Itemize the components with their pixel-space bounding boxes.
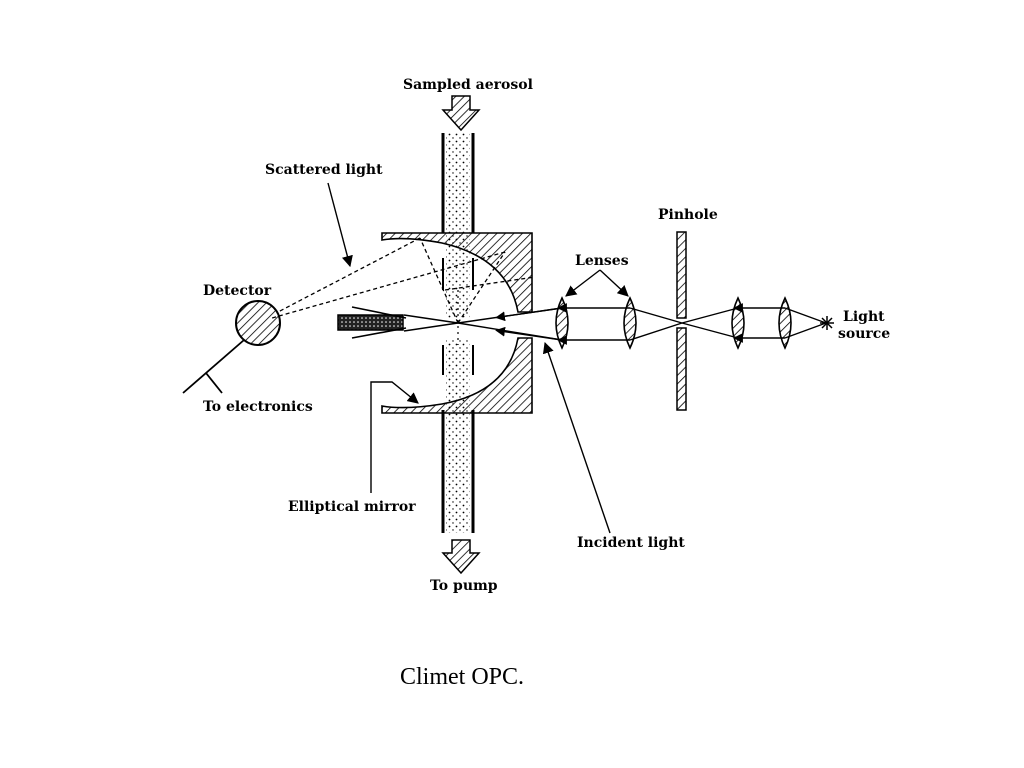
- lens-pair-right: [731, 296, 792, 350]
- outlet-arrow: [441, 539, 481, 575]
- label-to-electronics: To electronics: [203, 399, 313, 415]
- inlet-arrow: [441, 95, 481, 132]
- label-source: source: [838, 326, 890, 342]
- aerosol-tube-upper: [441, 133, 475, 318]
- label-sampled-aerosol: Sampled aerosol: [403, 77, 533, 93]
- elliptical-mirror-upper: [381, 232, 533, 313]
- light-trap: [337, 306, 407, 339]
- aerosol-tube-lower: [441, 340, 475, 533]
- incident-light-path: [403, 303, 827, 345]
- label-pinhole: Pinhole: [658, 207, 718, 223]
- label-to-pump: To pump: [430, 578, 498, 594]
- scattered-light-rays: [271, 237, 536, 324]
- label-elliptical-mirror: Elliptical mirror: [288, 499, 416, 515]
- label-detector: Detector: [203, 283, 272, 299]
- lens-pair-left: [555, 296, 637, 350]
- label-lenses: Lenses: [575, 253, 629, 269]
- label-incident-light: Incident light: [577, 535, 685, 551]
- detector-icon: [182, 300, 281, 394]
- figure-caption: Climet OPC.: [399, 664, 525, 690]
- light-source-icon: [820, 316, 834, 330]
- label-scattered-light: Scattered light: [265, 162, 383, 178]
- label-light: Light: [843, 309, 885, 325]
- leader-lines: [327, 182, 629, 534]
- elliptical-mirror-lower: [381, 337, 533, 414]
- pinhole-plate: [676, 231, 687, 411]
